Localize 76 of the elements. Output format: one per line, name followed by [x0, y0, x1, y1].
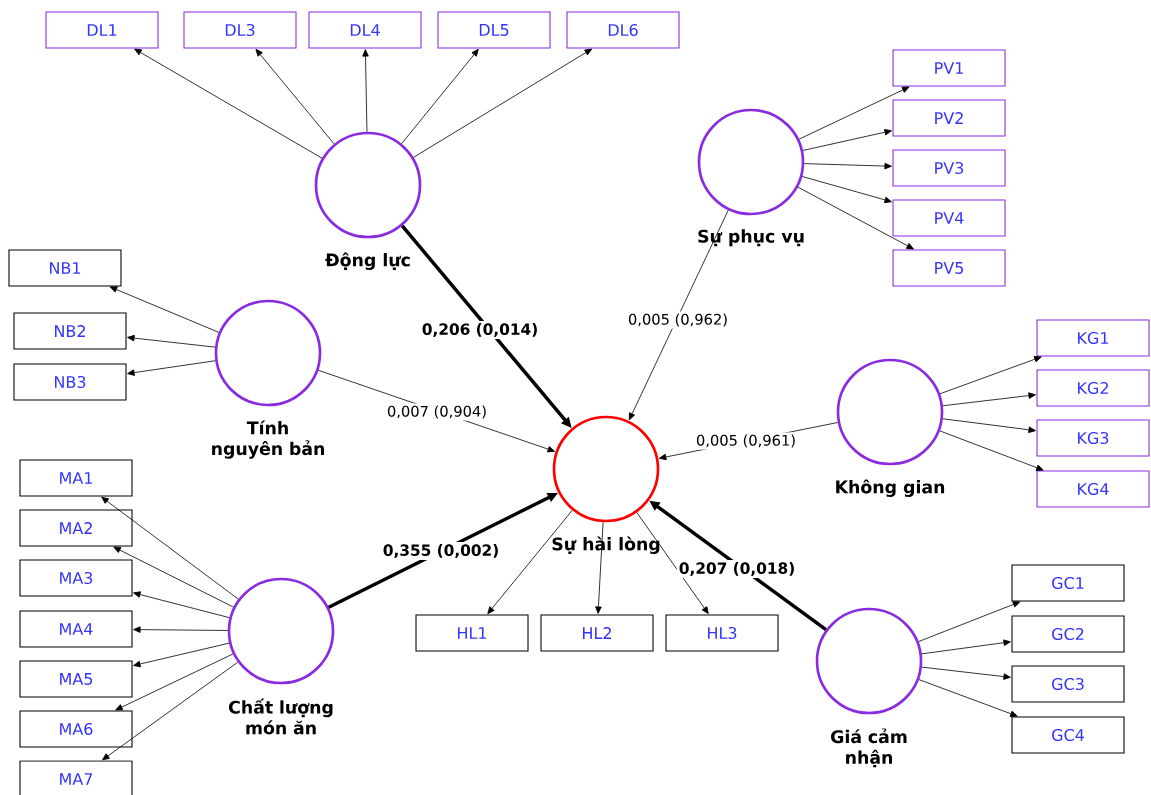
edge-label: 0,355 (0,002)	[380, 542, 502, 560]
indicator-box: PV4	[892, 199, 1006, 237]
indicator-box: NB1	[8, 249, 122, 287]
indicator-box: DL5	[437, 11, 551, 49]
indicator-box: GC1	[1011, 564, 1125, 602]
indicator-box: KG1	[1036, 319, 1150, 357]
indicator-box: HL2	[540, 614, 654, 652]
indicator-box: MA5	[19, 660, 133, 698]
indicator-box: HL3	[665, 614, 779, 652]
arrow	[942, 418, 1036, 433]
indicator-box: GC2	[1011, 615, 1125, 653]
indicator-box: PV1	[892, 49, 1006, 87]
arrow	[115, 653, 234, 711]
arrow	[401, 48, 479, 144]
arrow	[918, 601, 1021, 642]
indicator-box: MA7	[19, 760, 133, 795]
arrow	[595, 521, 604, 614]
arrow	[127, 334, 216, 348]
indicator-box: PV5	[892, 249, 1006, 287]
indicator-box: KG2	[1036, 369, 1150, 407]
arrow	[101, 496, 239, 600]
indicator-box: DL3	[183, 11, 297, 49]
arrow	[803, 162, 892, 170]
indicator-box: DL4	[308, 11, 422, 49]
indicator-box: GC4	[1011, 716, 1125, 754]
indicator-box: NB2	[13, 312, 127, 350]
indicator-box: MA4	[19, 610, 133, 648]
arrow	[939, 356, 1042, 395]
node-label: Tính nguyên bản	[212, 420, 324, 459]
indicator-box: MA6	[19, 710, 133, 748]
indicator-box: GC3	[1011, 665, 1125, 703]
indicator-box: MA3	[19, 559, 133, 597]
arrow	[134, 48, 323, 159]
arrow	[127, 360, 216, 376]
indicator-box: HL1	[415, 614, 529, 652]
edge-label: 0,206 (0,014)	[419, 321, 541, 339]
node-label: Chất lượng món ăn	[228, 698, 333, 735]
indicator-box: KG4	[1036, 470, 1150, 508]
indicator-box: PV3	[892, 149, 1006, 187]
edge-label: 0,207 (0,018)	[676, 560, 798, 578]
indicator-box: DL1	[45, 11, 159, 49]
arrow	[362, 49, 369, 133]
indicator-box: KG3	[1036, 419, 1150, 457]
edge-label: 0,005 (0,962)	[625, 311, 731, 329]
arrow	[802, 129, 892, 151]
node-label: Sự hài lòng	[552, 536, 660, 554]
node-label: Giá cảm nhận	[831, 728, 907, 768]
arrow	[921, 639, 1011, 655]
arrow	[109, 286, 220, 333]
arrow	[133, 626, 229, 633]
arrow	[133, 591, 230, 619]
node-label: Sự phục vụ	[698, 229, 804, 247]
arrow	[487, 509, 573, 615]
arrow	[918, 679, 1018, 717]
arrow	[921, 666, 1011, 680]
arrow	[798, 86, 910, 140]
indicator-box: PV2	[892, 99, 1006, 137]
indicator-box: MA2	[19, 509, 133, 547]
node-label: Động lực	[325, 252, 410, 270]
arrow	[797, 186, 914, 250]
arrow	[628, 209, 729, 421]
edge-label: 0,005 (0,961)	[693, 432, 799, 450]
arrow	[801, 176, 892, 204]
arrow	[133, 642, 230, 668]
indicator-box: NB3	[13, 363, 127, 401]
indicator-box: MA1	[19, 459, 133, 497]
edge-label: 0,007 (0,904)	[384, 403, 490, 421]
indicator-box: DL6	[566, 11, 680, 49]
arrow	[113, 546, 234, 608]
arrow	[255, 48, 335, 145]
arrow	[939, 430, 1044, 471]
arrow	[413, 48, 593, 158]
arrow	[942, 392, 1036, 407]
arrow	[636, 512, 709, 614]
node-label: Không gian	[836, 479, 945, 497]
arrow	[102, 661, 239, 761]
